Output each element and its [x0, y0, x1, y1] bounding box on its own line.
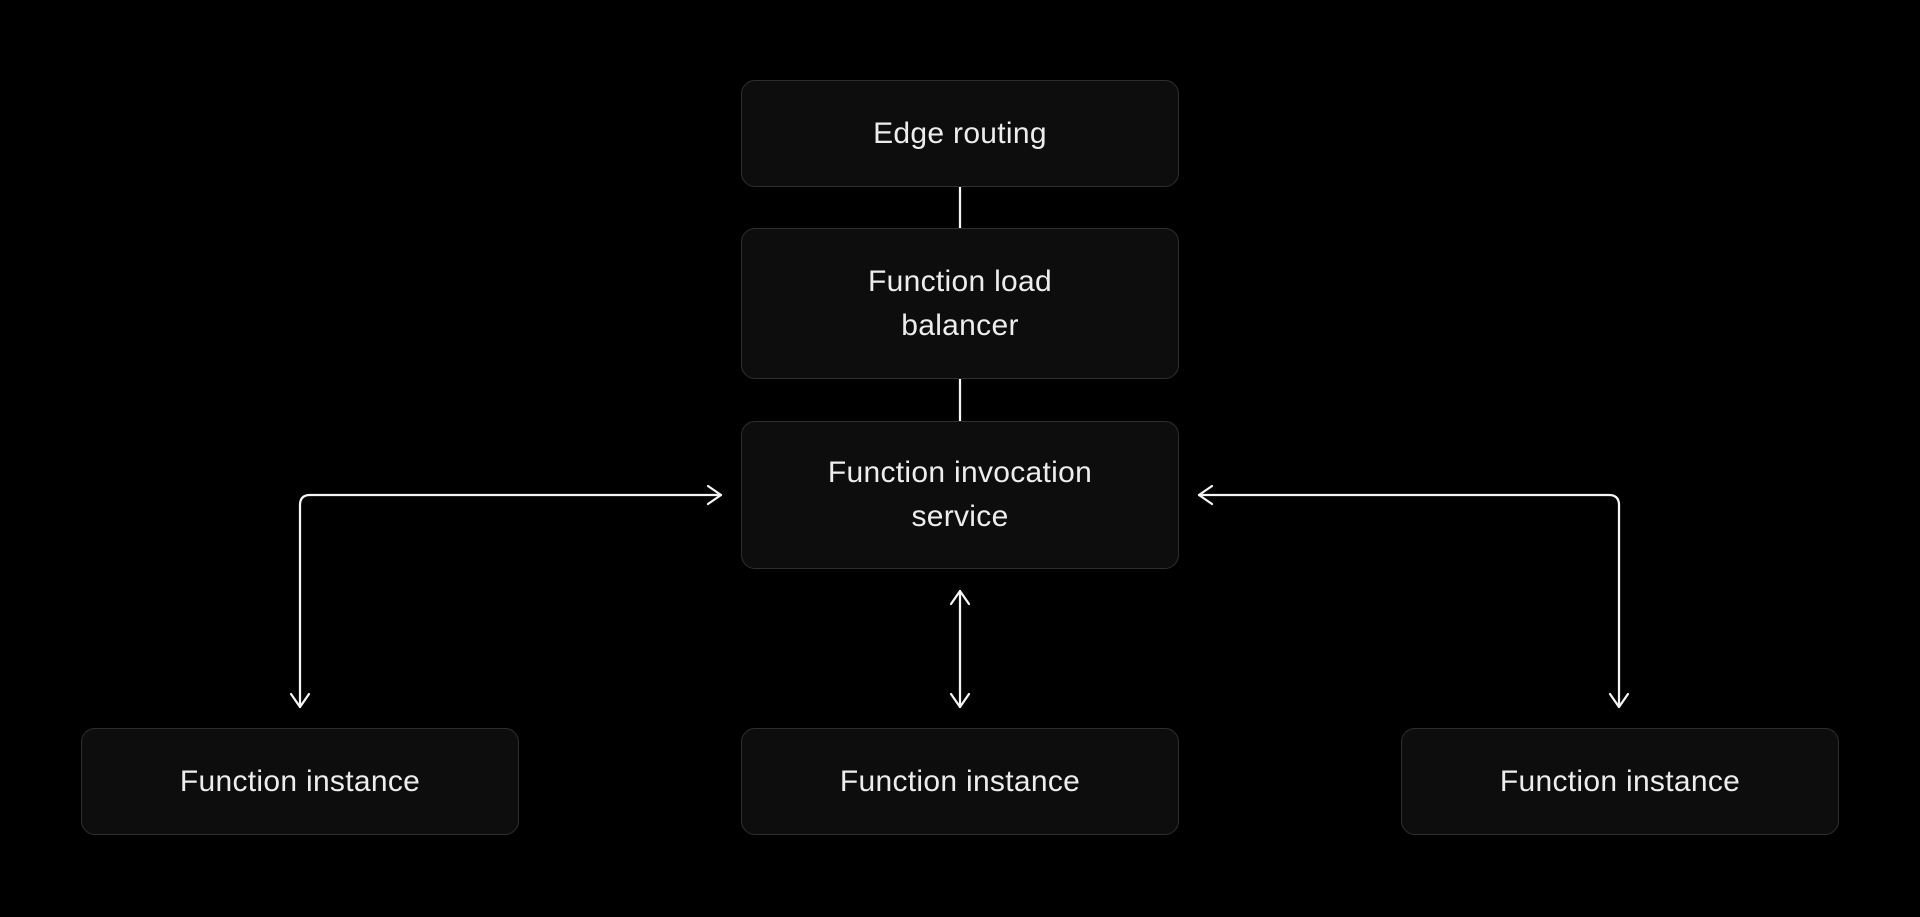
node-label: Function instance — [1499, 764, 1741, 798]
connector-line — [298, 493, 723, 709]
arrowhead-down-icon — [1608, 692, 1630, 709]
node-function-invocation-service: Function invocation service — [741, 421, 1179, 569]
node-function-instance-center: Function instance — [741, 728, 1179, 835]
arrowhead-down-icon — [289, 692, 311, 709]
arrowhead-up-icon — [949, 589, 971, 606]
connector-invocation-service-instance-center — [949, 589, 971, 709]
node-label: Function load balancer — [867, 264, 1053, 342]
node-function-instance-left: Function instance — [81, 728, 519, 835]
connector-line — [1197, 493, 1621, 709]
connector-instance-left-invocation-service — [289, 484, 723, 709]
node-label: Function instance — [179, 764, 421, 798]
connector-instance-right-invocation-service — [1197, 484, 1630, 709]
arrowhead-down-icon — [949, 692, 971, 709]
node-edge-routing: Edge routing — [741, 80, 1179, 187]
node-label: Edge routing — [873, 116, 1047, 150]
node-function-instance-right: Function instance — [1401, 728, 1839, 835]
arrowhead-right-icon — [706, 484, 723, 506]
arrowhead-left-icon — [1197, 484, 1214, 506]
node-function-load-balancer: Function load balancer — [741, 228, 1179, 379]
node-label: Function instance — [839, 764, 1081, 798]
node-label: Function invocation service — [827, 456, 1093, 533]
